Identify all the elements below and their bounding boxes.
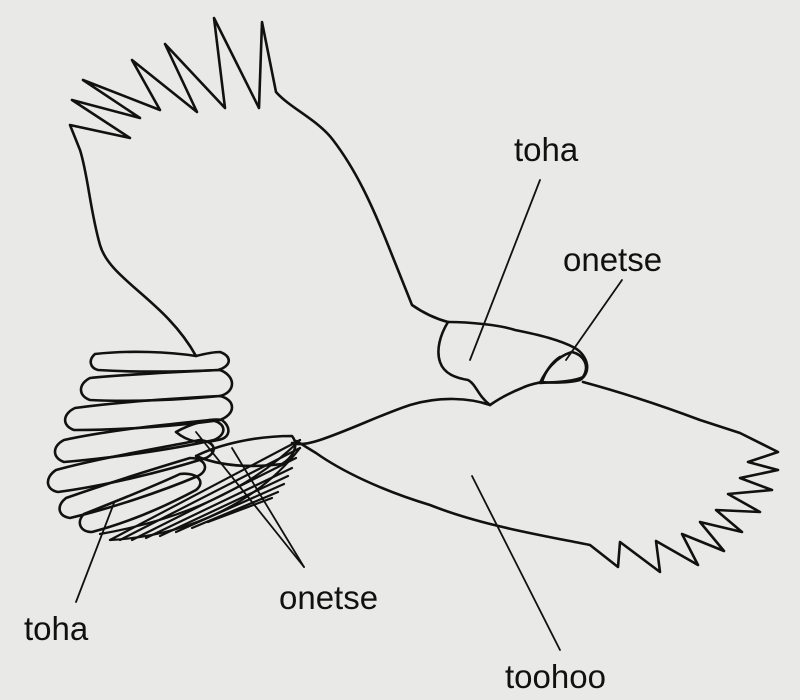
upper-wing-outline <box>70 18 448 356</box>
label-toha-head: toha <box>514 133 578 166</box>
lower-wing-outline <box>296 382 778 572</box>
body-outline <box>292 399 490 444</box>
label-onetse-beak: onetse <box>563 243 662 276</box>
leader-onetse-right <box>566 280 622 360</box>
leader-toohoo <box>472 476 560 650</box>
beak-outline <box>540 352 586 383</box>
head-outline <box>448 322 587 383</box>
label-onetse-wing: onetse <box>279 581 378 614</box>
label-toha-tail: toha <box>24 612 88 645</box>
label-toohoo-body: toohoo <box>505 660 606 693</box>
neck-outline <box>438 322 542 405</box>
